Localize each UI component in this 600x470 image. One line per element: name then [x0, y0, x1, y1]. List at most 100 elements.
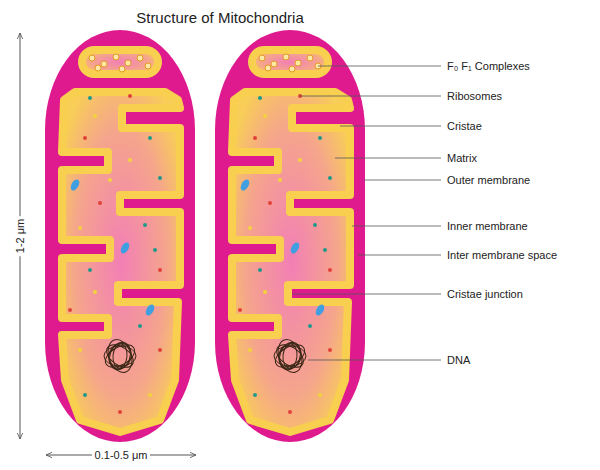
- part-label: Cristae junction: [447, 287, 523, 301]
- matrix-particle: [143, 223, 147, 227]
- leader-line: [318, 66, 441, 67]
- matrix-particle: [153, 248, 157, 252]
- matrix-particle: [313, 223, 317, 227]
- part-label: Outer membrane: [447, 173, 530, 187]
- f0f1-complex: [113, 54, 119, 60]
- part-label: F₀ F₁ Complexes: [447, 59, 530, 73]
- leader-line: [335, 158, 441, 159]
- dna-loop: [112, 343, 128, 368]
- matrix-particle: [258, 268, 262, 272]
- matrix-particle: [158, 348, 162, 352]
- matrix-particle: [263, 290, 267, 294]
- matrix-particle: [88, 96, 92, 100]
- matrix-particle: [98, 201, 102, 205]
- matrix-particle: [128, 94, 132, 98]
- matrix-particle: [248, 348, 252, 352]
- part-label: Cristae: [447, 119, 482, 133]
- matrix-particle: [93, 290, 97, 294]
- matrix-particle: [93, 114, 97, 118]
- matrix-particle: [83, 136, 87, 140]
- dna-loop: [274, 336, 306, 375]
- crista-cap: [82, 50, 158, 74]
- dna-loop: [272, 340, 309, 372]
- matrix-particle: [69, 178, 81, 192]
- matrix-particle: [323, 248, 327, 252]
- matrix-particle: [328, 176, 332, 180]
- dna-loop: [105, 340, 135, 372]
- matrix-particle: [78, 348, 82, 352]
- f0f1-complex: [265, 65, 271, 71]
- matrix-particle: [248, 226, 252, 230]
- f0f1-complex: [295, 60, 301, 66]
- matrix-particle: [83, 393, 87, 397]
- matrix-particle: [263, 114, 267, 118]
- diagram-title: Structure of Mitochondria: [136, 9, 304, 27]
- matrix-particle: [138, 324, 142, 328]
- matrix-particle: [318, 136, 322, 140]
- f0f1-complex: [307, 55, 313, 61]
- leader-line: [340, 126, 441, 127]
- matrix-particle: [148, 136, 152, 140]
- matrix-particle: [328, 348, 332, 352]
- matrix-particle: [148, 393, 152, 397]
- matrix-particle: [158, 268, 162, 272]
- dna-loop: [276, 339, 304, 372]
- matrix-particle: [253, 393, 257, 397]
- matrix-particle: [314, 303, 326, 317]
- matrix-particle: [128, 158, 132, 162]
- matrix-particle: [308, 324, 312, 328]
- matrix-particle: [88, 268, 92, 272]
- matrix-particle: [78, 226, 82, 230]
- mitochondrion: [215, 30, 365, 442]
- matrix-shape: [62, 92, 180, 432]
- f0f1-complex: [271, 61, 277, 67]
- crista-cap: [252, 50, 328, 74]
- matrix-particle: [108, 178, 112, 182]
- f0f1-complex: [259, 55, 265, 61]
- matrix-particle: [268, 201, 272, 205]
- f0f1-complex: [289, 66, 295, 72]
- dna-loop: [106, 339, 134, 372]
- matrix-particle: [278, 178, 282, 182]
- leader-line: [358, 255, 441, 256]
- f0f1-complex: [95, 65, 101, 71]
- part-label: Inner membrane: [447, 219, 528, 233]
- f0f1-complex: [119, 66, 125, 72]
- dna-loop: [273, 340, 308, 372]
- dimension-label: 1-2 μm: [13, 216, 27, 256]
- matrix-particle: [68, 308, 72, 312]
- f0f1-complex: [145, 63, 151, 69]
- dna-loop: [103, 340, 138, 372]
- part-label: DNA: [447, 353, 470, 367]
- matrix-shape: [232, 92, 350, 432]
- dna-loop: [275, 340, 305, 372]
- leader-line: [300, 96, 441, 97]
- matrix-particle: [298, 158, 302, 162]
- f0f1-complex: [125, 60, 131, 66]
- matrix-particle: [253, 136, 257, 140]
- leader-line: [352, 226, 441, 227]
- matrix-particle: [158, 176, 162, 180]
- f0f1-complex: [89, 55, 95, 61]
- f0f1-complex: [283, 54, 289, 60]
- dimension-label: 0.1-0.5 μm: [92, 448, 151, 462]
- matrix-particle: [288, 410, 292, 414]
- matrix-particle: [328, 268, 332, 272]
- f0f1-complex: [101, 61, 107, 67]
- leader-line: [308, 360, 441, 361]
- outer-membrane-shape: [45, 30, 195, 442]
- dna-loop: [104, 336, 136, 375]
- matrix-particle: [239, 178, 251, 192]
- leader-line: [292, 294, 441, 295]
- f0f1-complex: [137, 55, 143, 61]
- matrix-particle: [289, 241, 301, 255]
- part-label: Matrix: [447, 151, 477, 165]
- dna-loop: [282, 343, 298, 368]
- part-label: Ribosomes: [447, 89, 502, 103]
- mitochondrion: [45, 30, 195, 442]
- dna-loop: [102, 340, 139, 372]
- matrix-particle: [238, 308, 242, 312]
- leader-line: [364, 180, 441, 181]
- matrix-particle: [258, 96, 262, 100]
